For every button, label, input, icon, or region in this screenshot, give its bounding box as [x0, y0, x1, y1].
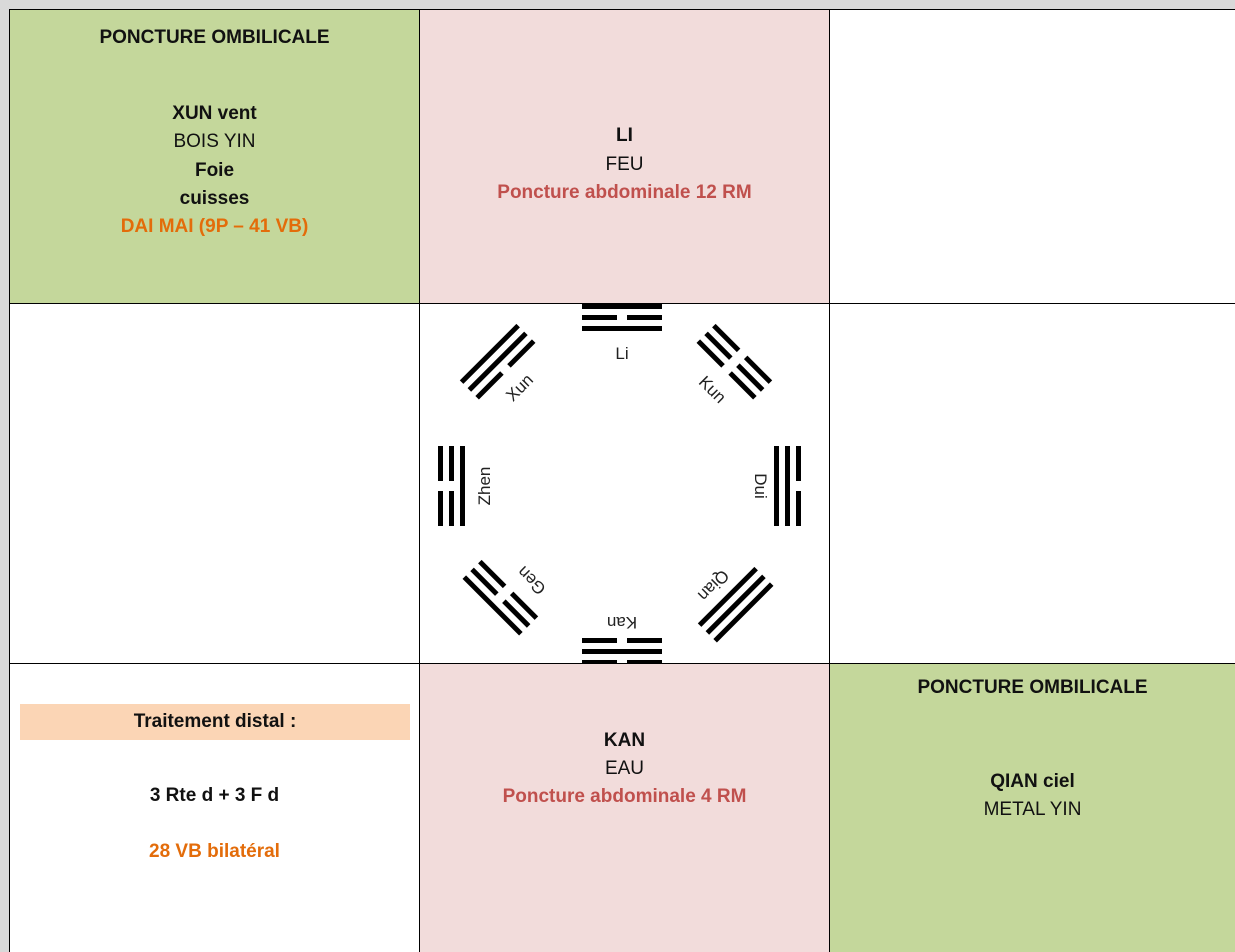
xun-trigram: XUN vent — [172, 103, 257, 124]
umbilical-title: PONCTURE OMBILICALE — [99, 27, 330, 48]
label-dui: Dui — [751, 473, 770, 499]
xun-element: BOIS YIN — [173, 131, 256, 152]
label-kan: Kan — [606, 613, 638, 632]
cell-middle-right — [830, 304, 1235, 663]
xun-organ: Foie — [194, 160, 235, 181]
xun-vessel: DAI MAI (9P – 41 VB) — [120, 216, 309, 237]
cell-kan: KAN EAU Poncture abdominale 4 RM — [420, 664, 829, 952]
distal-header: Traitement distal : — [20, 704, 410, 740]
qian-trigram: QIAN ciel — [990, 771, 1075, 792]
label-li: Li — [615, 344, 629, 363]
cell-qian: PONCTURE OMBILICALE QIAN ciel METAL YIN — [830, 664, 1235, 952]
xun-body-part: cuisses — [179, 188, 250, 209]
kan-treatment: Poncture abdominale 4 RM — [502, 786, 747, 807]
kan-element: EAU — [604, 758, 645, 779]
cell-xun: PONCTURE OMBILICALE XUN vent BOIS YIN Fo… — [10, 10, 419, 303]
grid-line — [9, 9, 1235, 10]
grid-line — [829, 9, 830, 952]
kan-trigram: KAN — [603, 730, 646, 751]
distal-points: 3 Rte d + 3 F d — [149, 785, 280, 806]
label-zhen: Zhen — [475, 466, 494, 506]
qian-title: PONCTURE OMBILICALE — [917, 677, 1148, 698]
distal-extra: 28 VB bilatéral — [149, 841, 280, 862]
cell-li: LI FEU Poncture abdominale 12 RM — [420, 10, 829, 303]
grid-line — [9, 9, 10, 952]
li-element: FEU — [605, 154, 644, 175]
grid-line — [9, 303, 1235, 304]
li-treatment: Poncture abdominale 12 RM — [497, 182, 752, 203]
grid-line — [419, 9, 420, 952]
cell-middle-left — [10, 304, 419, 663]
qian-element: METAL YIN — [983, 799, 1082, 820]
li-trigram: LI — [616, 125, 633, 146]
grid-line — [9, 663, 1235, 664]
cell-top-right — [830, 10, 1235, 303]
